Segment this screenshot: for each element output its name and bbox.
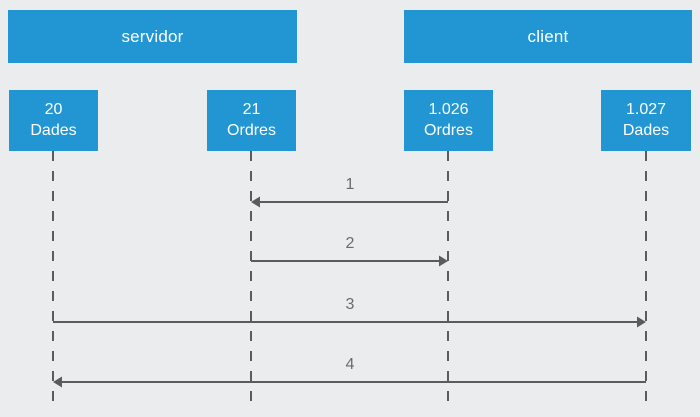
arrow-head: [637, 316, 646, 328]
message-label-2: 2: [345, 235, 355, 252]
participant-name: Dades: [622, 121, 670, 139]
message-arrow-4[interactable]: [53, 376, 646, 388]
participant-number: 20: [44, 101, 63, 119]
arrow-head: [439, 255, 448, 267]
group-header-client[interactable]: client: [404, 10, 692, 63]
message-label-1: 1: [345, 176, 355, 193]
group-header-label: servidor: [121, 26, 184, 46]
arrow-head: [53, 376, 62, 388]
participant-number: 1.026: [428, 101, 469, 119]
participant-name: Ordres: [227, 121, 276, 139]
message-arrow-3[interactable]: [53, 316, 646, 328]
participant-name: Ordres: [424, 121, 473, 139]
group-header-servidor[interactable]: servidor: [8, 10, 297, 63]
arrow-head: [251, 196, 260, 208]
message-arrow-2[interactable]: [251, 255, 448, 267]
participant-box-20-dades[interactable]: 20 Dades: [9, 90, 98, 151]
participant-number: 21: [242, 101, 261, 119]
message-label-4: 4: [345, 356, 355, 373]
participant-name: Dades: [30, 121, 77, 139]
participant-number: 1.027: [625, 101, 667, 119]
message-label-3: 3: [345, 296, 355, 313]
group-header-label: client: [527, 26, 569, 46]
participant-box-1027-dades[interactable]: 1.027 Dades: [601, 90, 691, 151]
participant-box-1026-ordres[interactable]: 1.026 Ordres: [404, 90, 493, 151]
message-arrow-1[interactable]: [251, 196, 448, 208]
participant-box-21-ordres[interactable]: 21 Ordres: [207, 90, 296, 151]
